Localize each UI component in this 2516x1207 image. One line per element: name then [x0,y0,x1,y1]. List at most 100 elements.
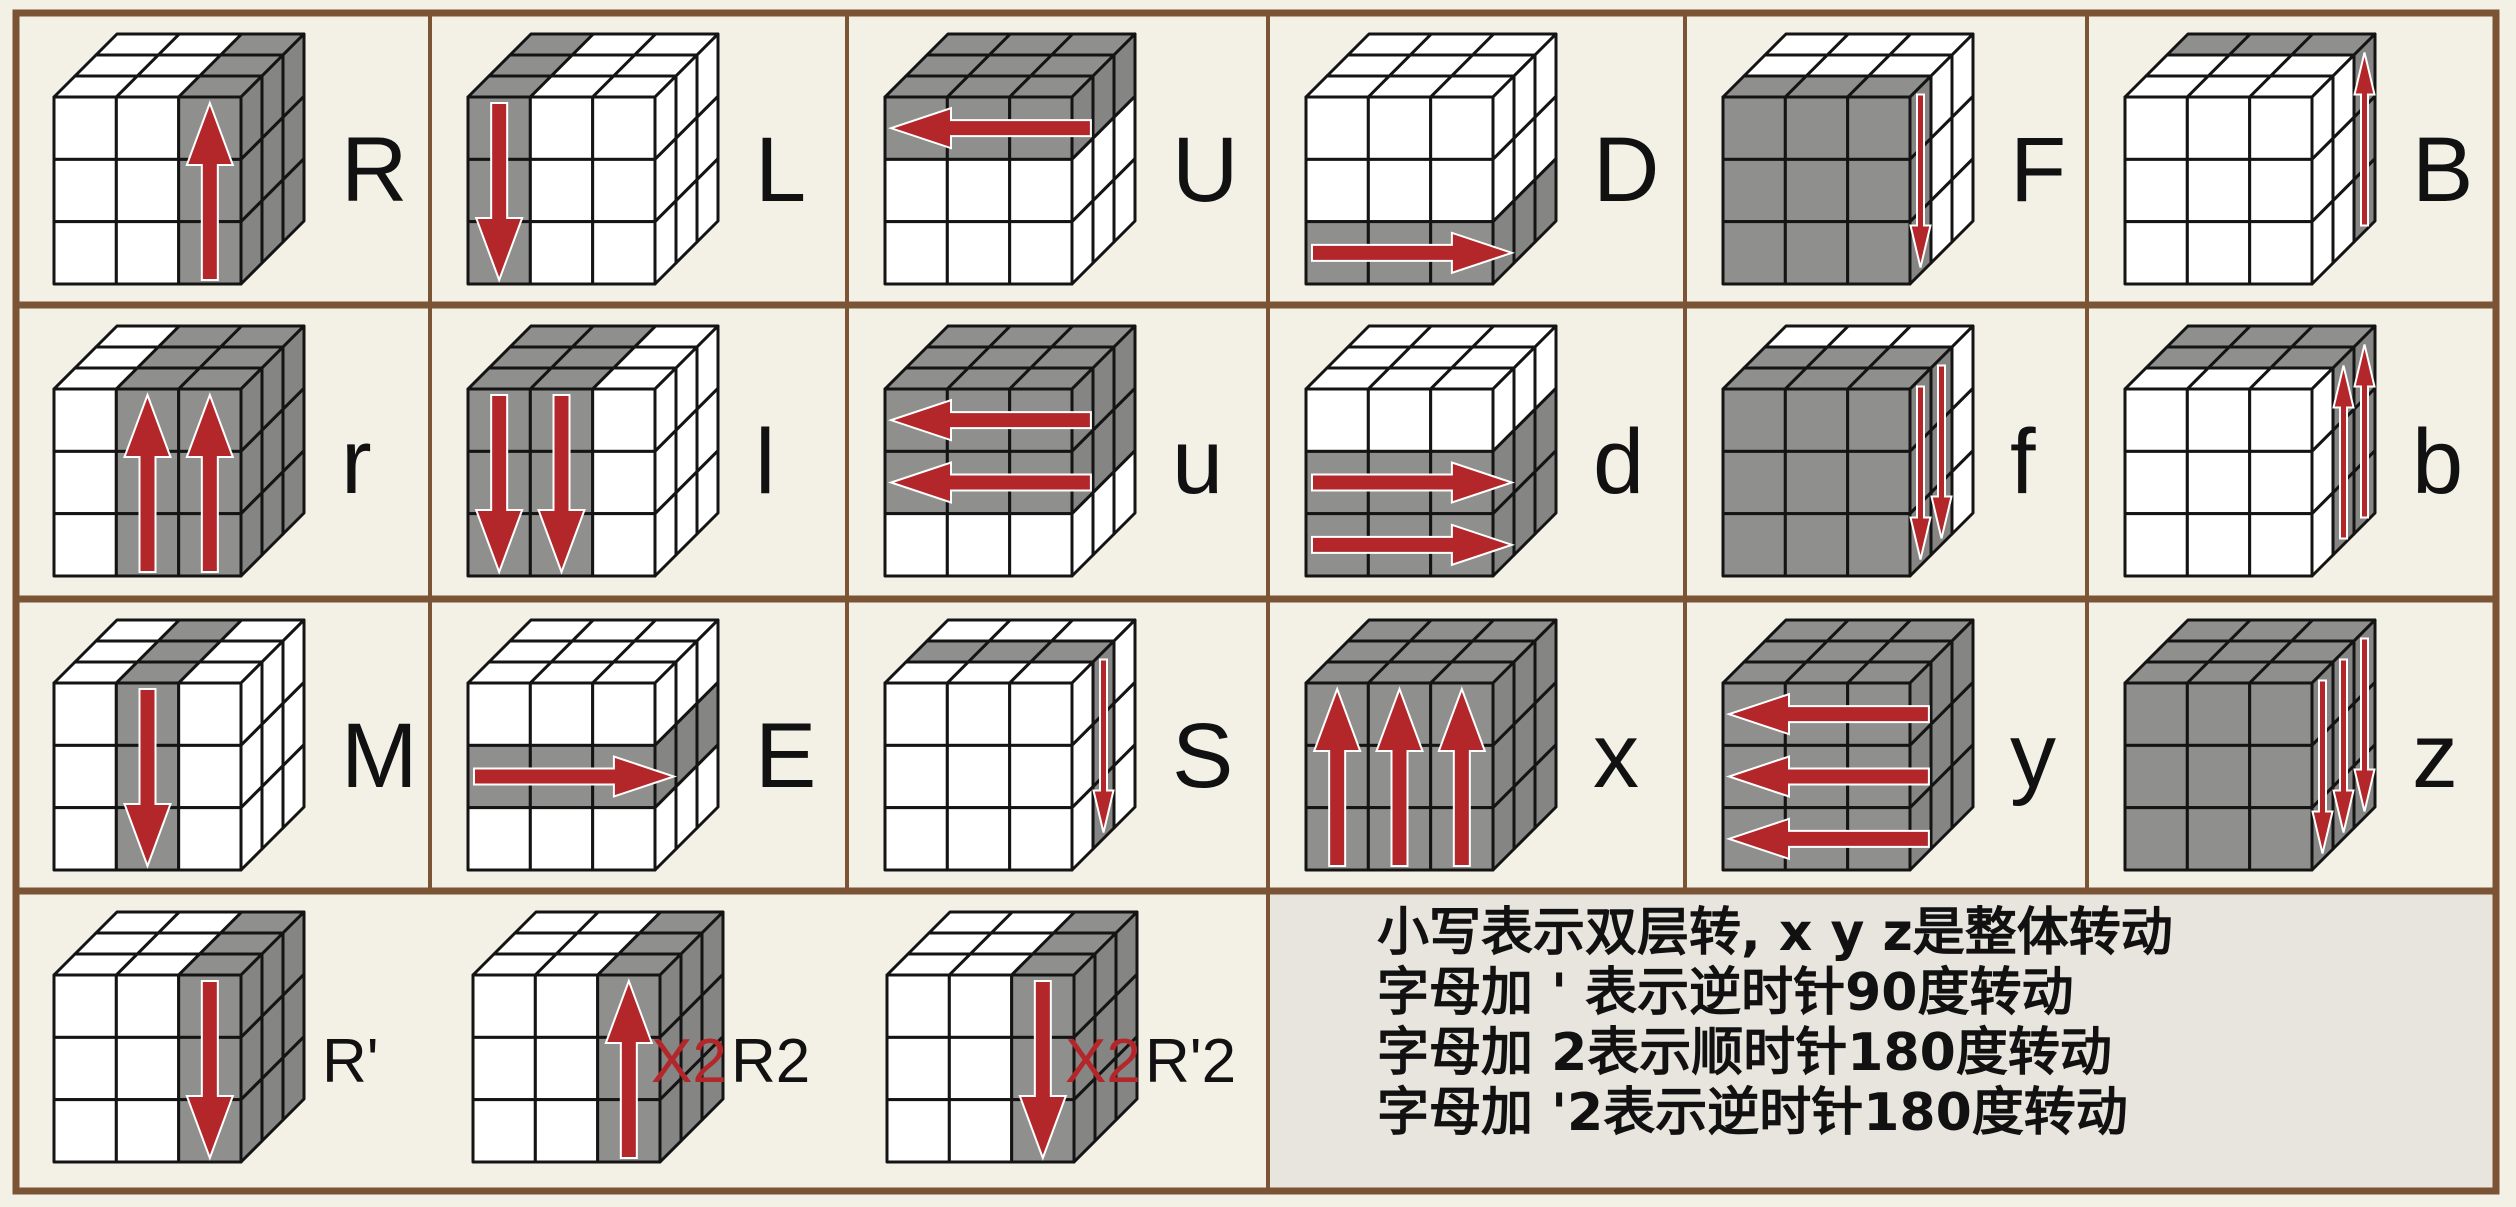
front-sticker [2185,95,2252,161]
front-sticker [1304,157,1370,224]
front-sticker [528,806,595,872]
front-sticker [591,157,657,224]
front-sticker [945,806,1012,872]
multiplier-annotation: X2 [1065,1027,1141,1096]
right-sticker [281,743,306,830]
arrow-down-icon [474,102,524,283]
front-sticker [2248,95,2314,161]
move-label: R2 [731,1027,810,1096]
move-label: L [755,119,806,221]
front-sticker [1721,220,1787,286]
front-sticker [1008,220,1074,286]
move-cell-x: x [1304,618,1639,872]
front-sticker [591,512,657,578]
front-sticker [471,1098,537,1164]
front-sticker [114,1035,181,1102]
front-sticker [533,1035,600,1102]
move-cell-E: E [466,618,816,872]
front-sticker [114,973,181,1039]
front-sticker [2123,157,2189,224]
front-sticker [1008,743,1074,810]
front-sticker [1366,387,1433,453]
multiplier-annotation: X2 [651,1027,727,1096]
front-sticker [1429,387,1495,453]
front-sticker [52,449,118,516]
right-sticker [1950,743,1975,830]
note-line: 字母加 ' 表示逆时针90度转动 [1377,963,2074,1023]
front-sticker [2185,220,2252,286]
front-sticker [2185,449,2252,516]
front-sticker [885,1098,951,1164]
move-cell-u: u [883,324,1223,578]
front-sticker [1721,449,1787,516]
front-sticker [471,1035,537,1102]
arrow-up-icon [2353,52,2376,227]
arrow-up-icon [185,100,235,281]
move-label: R' [322,1027,379,1096]
arrow-left-icon [1725,692,1930,736]
front-sticker [2123,387,2189,453]
move-label: y [2010,705,2056,807]
front-sticker [177,806,243,872]
move-cell-S: S [883,618,1233,872]
move-label: E [755,705,816,807]
front-sticker [883,220,949,286]
front-sticker [1721,95,1787,161]
arrow-down-icon [474,394,524,575]
front-sticker [1783,449,1850,516]
right-sticker [1112,743,1137,830]
move-label: U [1172,119,1238,221]
arrow-down-icon [2332,658,2355,833]
arrow-down-icon [123,688,172,869]
front-sticker [945,157,1012,224]
front-sticker [52,806,118,872]
right-sticker [1112,157,1137,244]
arrow-down-icon [1909,385,1932,560]
right-sticker [700,1035,725,1122]
right-sticker [1533,157,1558,244]
move-cell-f: f [1721,324,2036,578]
front-sticker [52,387,118,453]
arrow-down-icon [1018,980,1068,1161]
move-cell-l: l [466,324,775,578]
front-sticker [885,973,951,1039]
front-sticker [591,681,657,747]
front-sticker [945,512,1012,578]
arrow-down-icon [2353,637,2376,812]
front-sticker [1008,157,1074,224]
front-sticker [177,681,243,747]
front-sticker [466,806,532,872]
move-label: D [1593,119,1659,221]
front-sticker [2248,743,2314,810]
move-cell-r: r [52,324,372,578]
front-sticker [1304,95,1370,161]
front-sticker [2185,681,2252,747]
front-sticker [945,681,1012,747]
move-cell-D: D [1304,32,1659,286]
front-sticker [1721,387,1787,453]
arrow-down-icon [537,394,586,575]
right-sticker [1114,1035,1139,1122]
front-sticker [1783,220,1850,286]
arrow-right-icon [473,755,678,798]
arrow-up-icon [123,392,172,573]
front-sticker [885,1035,951,1102]
front-sticker [947,1098,1014,1164]
front-sticker [52,1035,118,1102]
front-sticker [2185,512,2252,578]
right-sticker [281,157,306,244]
move-label: b [2412,411,2463,513]
front-sticker [114,95,181,161]
notes-background [1268,891,2496,1191]
front-sticker [533,1098,600,1164]
move-label: S [1172,705,1233,807]
front-sticker [591,387,657,453]
front-sticker [2123,743,2189,810]
right-sticker [281,1035,306,1122]
front-sticker [1366,157,1433,224]
front-sticker [2248,681,2314,747]
front-sticker [883,157,949,224]
right-sticker [1533,743,1558,830]
